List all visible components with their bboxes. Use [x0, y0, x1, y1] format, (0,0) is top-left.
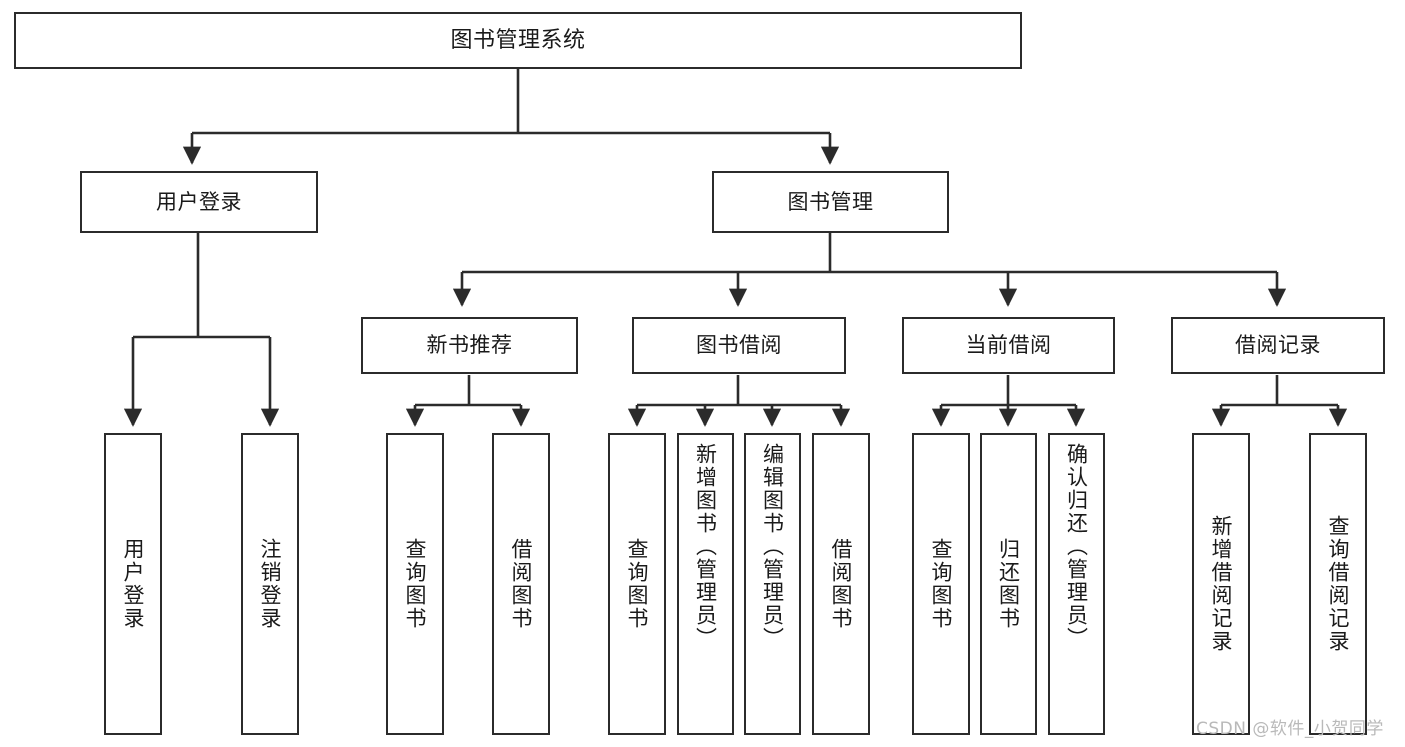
- node-leaf-add-book[interactable]: 新增图书（管理员）: [677, 433, 734, 735]
- node-leaf-borrow-book-1[interactable]: 借阅图书: [492, 433, 550, 735]
- node-leaf-borrow-book-2[interactable]: 借阅图书: [812, 433, 870, 735]
- node-leaf-confirm-return[interactable]: 确认归还（管理员）: [1048, 433, 1105, 735]
- node-book-manage[interactable]: 图书管理: [712, 171, 949, 233]
- node-leaf-borrow-book-1-label: 借阅图书: [509, 538, 534, 630]
- node-leaf-return-book[interactable]: 归还图书: [980, 433, 1037, 735]
- node-root[interactable]: 图书管理系统: [14, 12, 1022, 69]
- node-borrow-record[interactable]: 借阅记录: [1171, 317, 1385, 374]
- node-leaf-confirm-return-label: 确认归还（管理员）: [1064, 443, 1089, 650]
- node-leaf-user-logout-label: 注销登录: [258, 538, 283, 630]
- node-leaf-query-book-2[interactable]: 查询图书: [608, 433, 666, 735]
- node-book-borrow-label: 图书借阅: [696, 333, 782, 358]
- node-borrow-record-label: 借阅记录: [1235, 333, 1321, 358]
- node-leaf-add-record-label: 新增借阅记录: [1209, 515, 1234, 653]
- node-leaf-query-book-1[interactable]: 查询图书: [386, 433, 444, 735]
- node-leaf-query-book-3[interactable]: 查询图书: [912, 433, 970, 735]
- node-new-book-recommend[interactable]: 新书推荐: [361, 317, 578, 374]
- node-leaf-user-login[interactable]: 用户登录: [104, 433, 162, 735]
- node-new-book-recommend-label: 新书推荐: [426, 333, 513, 358]
- node-leaf-query-book-3-label: 查询图书: [929, 538, 954, 630]
- node-leaf-add-record[interactable]: 新增借阅记录: [1192, 433, 1250, 735]
- node-leaf-add-book-label: 新增图书（管理员）: [693, 443, 718, 650]
- node-leaf-edit-book-label: 编辑图书（管理员）: [760, 443, 785, 650]
- node-leaf-query-record[interactable]: 查询借阅记录: [1309, 433, 1367, 735]
- node-root-label: 图书管理系统: [450, 27, 586, 53]
- node-leaf-query-book-1-label: 查询图书: [403, 538, 428, 630]
- node-leaf-edit-book[interactable]: 编辑图书（管理员）: [744, 433, 801, 735]
- node-leaf-query-book-2-label: 查询图书: [625, 538, 650, 630]
- node-leaf-query-record-label: 查询借阅记录: [1326, 515, 1351, 653]
- node-current-borrow-label: 当前借阅: [965, 333, 1052, 358]
- node-leaf-user-logout[interactable]: 注销登录: [241, 433, 299, 735]
- node-user-login[interactable]: 用户登录: [80, 171, 318, 233]
- node-user-login-label: 用户登录: [156, 189, 242, 214]
- node-current-borrow[interactable]: 当前借阅: [902, 317, 1115, 374]
- watermark: CSDN @软件_小贺同学: [1196, 719, 1384, 739]
- node-book-borrow[interactable]: 图书借阅: [632, 317, 846, 374]
- node-leaf-user-login-label: 用户登录: [121, 538, 146, 630]
- node-leaf-borrow-book-2-label: 借阅图书: [829, 538, 854, 630]
- node-leaf-return-book-label: 归还图书: [996, 538, 1021, 630]
- node-book-manage-label: 图书管理: [787, 189, 874, 214]
